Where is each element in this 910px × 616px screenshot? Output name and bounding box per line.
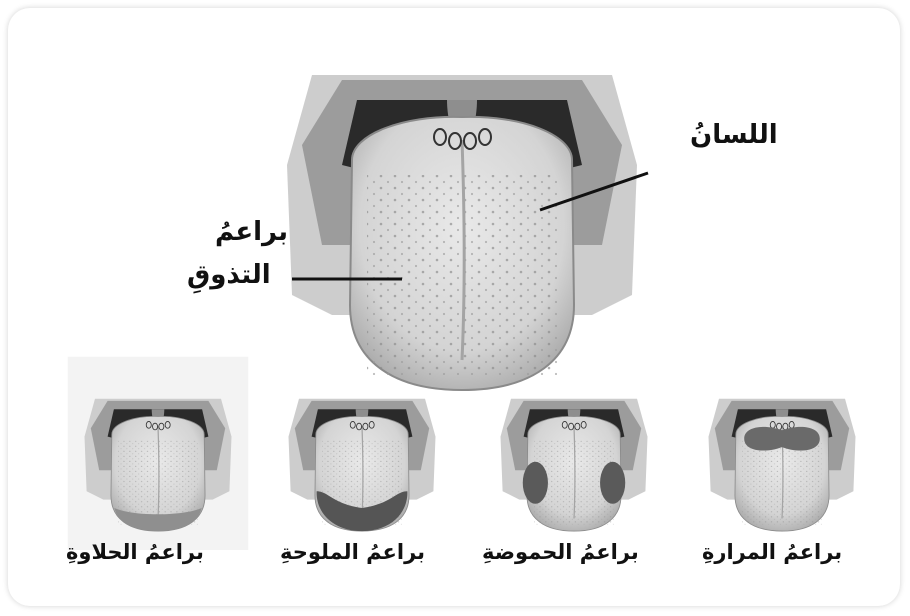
bitter-region: [744, 427, 820, 451]
taste-buds-label-line1: براعمُ: [215, 217, 288, 247]
sour-region-right: [600, 462, 625, 504]
main-tongue: [287, 75, 637, 390]
caption-sweet: براعمُ الحلاوةِ: [66, 540, 204, 564]
panel-bitter: [709, 399, 856, 531]
caption-sour: براعمُ الحموضةِ: [482, 540, 639, 564]
panel-sweet: [68, 357, 249, 550]
caption-salty: براعمُ الملوحةِ: [280, 540, 425, 564]
sour-region-left: [523, 462, 548, 504]
taste-buds-label-line2: التذوقِ: [187, 260, 271, 290]
panel-salty: [289, 399, 436, 531]
caption-bitter: براعمُ المرارةِ: [702, 540, 842, 564]
tongue-label: اللسانُ: [690, 120, 778, 150]
panel-sour: [501, 399, 648, 531]
